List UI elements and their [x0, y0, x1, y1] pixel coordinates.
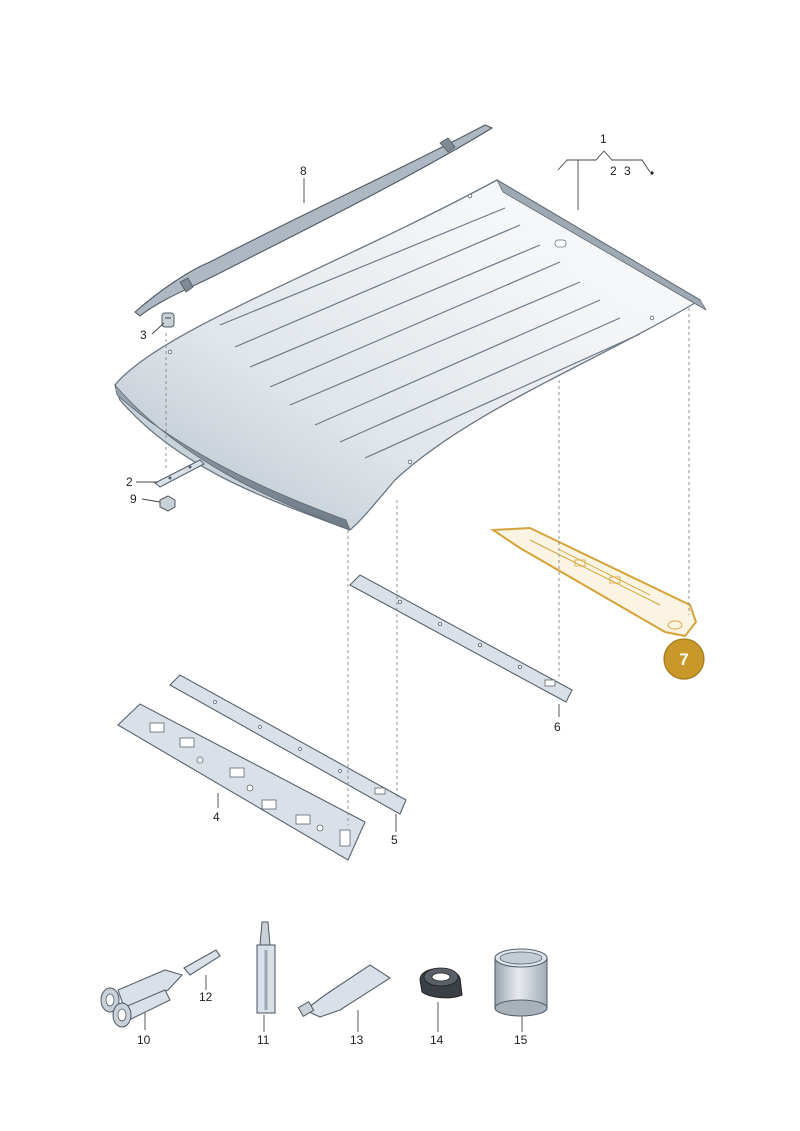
spray-nozzle-part-10[interactable]: [100, 969, 184, 1028]
clip-part-3[interactable]: [161, 312, 175, 328]
callout-4: 4: [213, 810, 220, 824]
dashed-guides: [165, 308, 690, 825]
nut-part-9[interactable]: [159, 495, 176, 512]
callout-9: 9: [130, 492, 137, 506]
roof-rail[interactable]: [134, 124, 494, 317]
callout-10: 10: [137, 1033, 151, 1047]
callout-12: 12: [199, 990, 213, 1004]
rear-roof-crossmember-part-7[interactable]: [489, 526, 698, 638]
callout-15: 15: [514, 1033, 528, 1047]
callout-dot: [650, 171, 654, 175]
callout-1-sub-2: 2: [610, 164, 617, 178]
sealant-can-part-15[interactable]: [494, 948, 548, 1017]
callout-2: 2: [126, 475, 133, 489]
callout-7-badge[interactable]: 7: [663, 638, 705, 680]
tape-roll-part-14[interactable]: [419, 967, 463, 999]
roof-ribs: [219, 207, 641, 459]
front-crossmember-part-4[interactable]: [117, 703, 366, 861]
sealant-cartridge-part-11[interactable]: [256, 921, 276, 1014]
roof-bow-part-6[interactable]: [349, 574, 573, 703]
callout-6: 6: [554, 720, 561, 734]
callout-1: 1: [600, 132, 607, 146]
callout-14: 14: [430, 1033, 444, 1047]
callout-5: 5: [391, 833, 398, 847]
adhesive-tube-part-13[interactable]: [297, 964, 392, 1018]
callout-3: 3: [140, 328, 147, 342]
callout-11: 11: [257, 1033, 270, 1047]
callout-13: 13: [350, 1033, 364, 1047]
bracket-part-2[interactable]: [153, 459, 205, 488]
callout-leaders: [136, 150, 651, 1032]
callout-7: 7: [679, 650, 688, 669]
callout-8: 8: [300, 164, 307, 178]
roof-panel: [114, 178, 707, 531]
nozzle-tip-part-12[interactable]: [183, 949, 221, 976]
callout-1-sub-3: 3: [624, 164, 631, 178]
front-roof-frame-part-5[interactable]: [169, 674, 407, 815]
